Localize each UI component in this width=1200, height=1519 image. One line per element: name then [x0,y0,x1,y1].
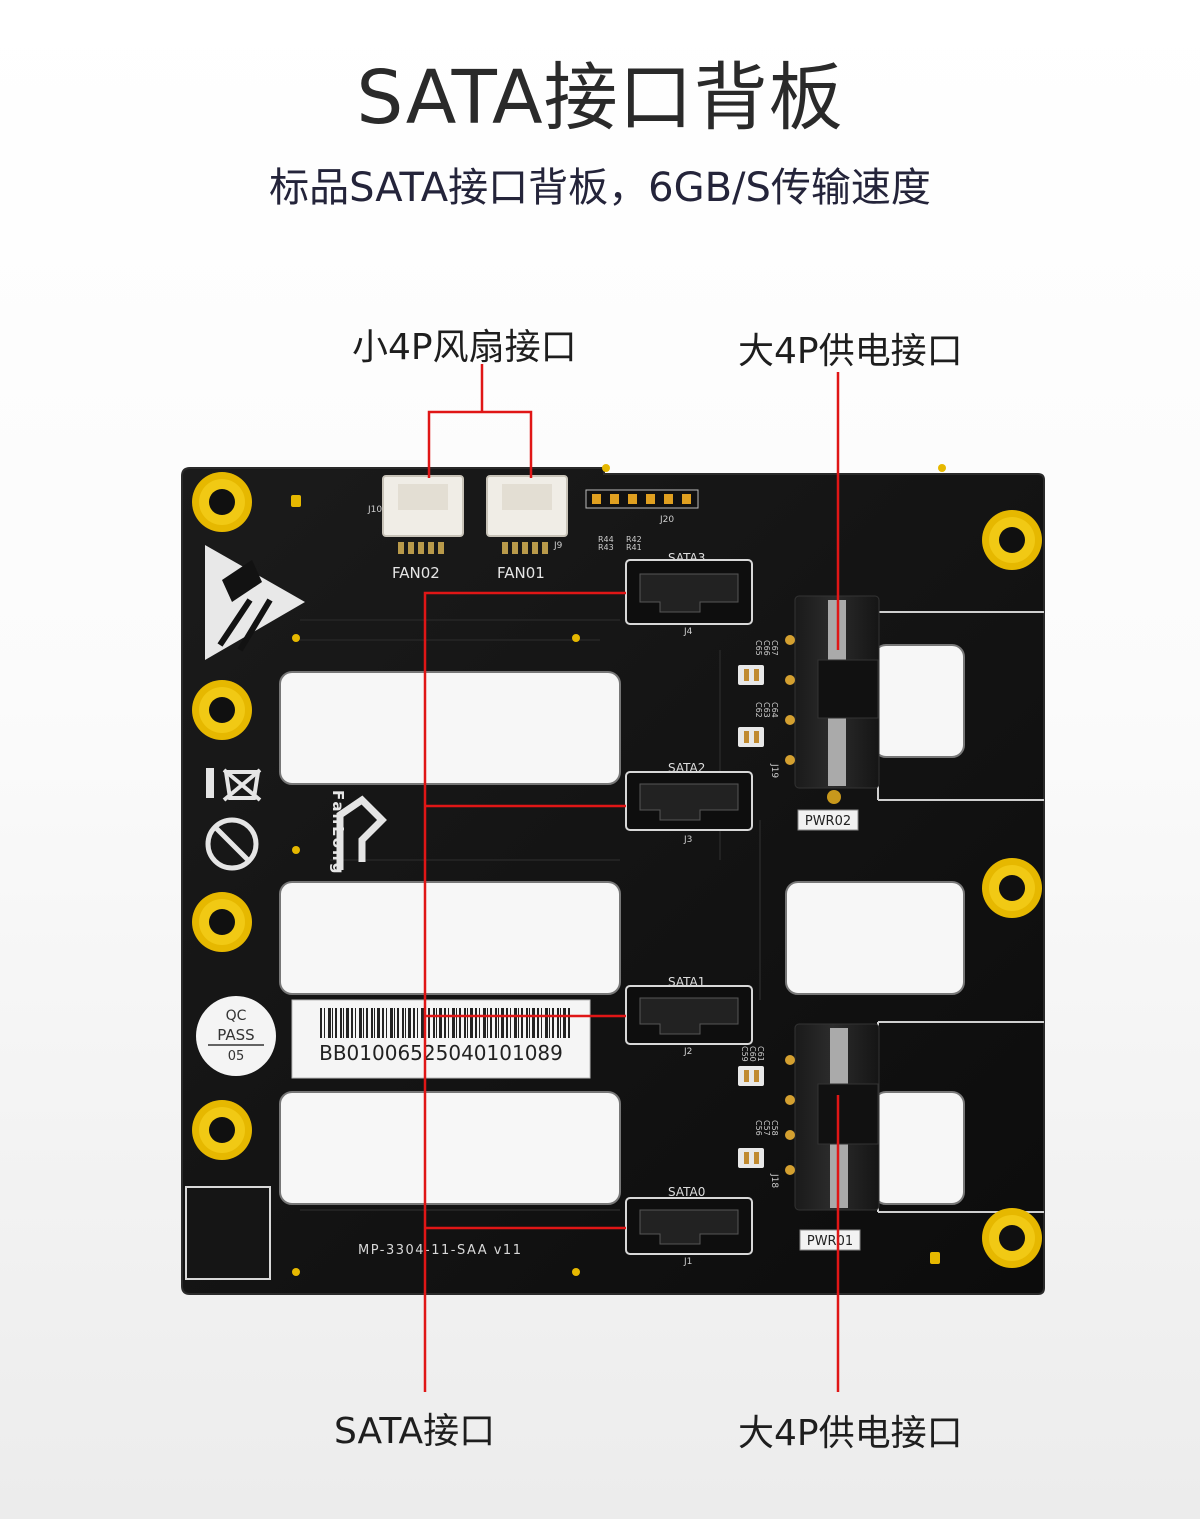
svg-text:J19: J19 [769,763,779,778]
svg-text:SATA0: SATA0 [668,1185,705,1199]
svg-text:05: 05 [228,1049,245,1064]
fan01-label: FAN01 [497,564,545,582]
pin-header-j20: J20 R44 R43 R42 R41 [585,489,699,552]
sata-port-0: SATA0 J1 [625,1185,753,1267]
svg-text:J1: J1 [683,1257,692,1267]
brand-logo: FanLong [329,790,387,875]
svg-text:C67: C67 [770,640,779,656]
callout-power-connector-bottom: 大4P供电接口 [738,1413,963,1454]
sata-port-1: SATA1 J2 [625,975,753,1057]
svg-text:C56: C56 [754,1120,763,1136]
svg-text:C58: C58 [770,1120,779,1136]
svg-text:J4: J4 [683,627,693,637]
svg-text:J10: J10 [367,505,382,515]
svg-text:R43: R43 [598,543,614,552]
svg-text:J9: J9 [553,541,563,551]
svg-text:C57: C57 [762,1120,771,1136]
callout-sata-connector: SATA接口 [334,1411,496,1452]
svg-text:R41: R41 [626,543,642,552]
model-number: MP-3304-11-SAA v11 [358,1243,522,1258]
svg-text:C66: C66 [762,640,771,656]
pwr02-label: PWR02 [805,814,851,829]
page-title: SATA接口背板 [356,55,844,141]
callout-lines [423,364,840,1392]
svg-text:J20: J20 [659,515,674,525]
power-connector-pwr02: J19 PWR02 [769,595,880,831]
page-subtitle: 标品SATA接口背板，6GB/S传输速度 [269,165,931,211]
svg-text:C59: C59 [740,1046,749,1062]
svg-text:J18: J18 [769,1173,779,1188]
sata-port-2: SATA2 J3 [625,761,753,845]
barcode-number: BB010065250401010​89 [319,1041,563,1065]
fan-connector-fan02: J10 FAN02 [367,475,464,582]
fan02-label: FAN02 [392,564,440,582]
svg-text:J3: J3 [683,835,692,845]
svg-text:J2: J2 [683,1047,692,1057]
barcode-label: BB010065250401010​89 [291,999,591,1079]
esd-warning-icon [205,545,305,660]
callout-fan-connector: 小4P风扇接口 [352,327,577,368]
svg-text:C63: C63 [762,702,771,718]
fan-connector-fan01: J9 FAN01 [486,475,568,582]
capacitors: C65 C66 C67 C62 C63 C64 C59 C60 C61 C56 … [738,640,779,1168]
sata-port-3: SATA3 J4 [625,551,753,637]
qc-pass-sticker: QC PASS 05 [196,996,276,1076]
svg-text:C65: C65 [754,640,763,656]
no-lead-icon [205,817,259,871]
callout-power-connector-top: 大4P供电接口 [738,331,963,372]
svg-text:C61: C61 [756,1046,765,1062]
svg-text:C62: C62 [754,702,763,718]
pwr01-label: PWR01 [807,1234,853,1249]
svg-text:R42: R42 [626,535,642,544]
svg-text:PASS: PASS [217,1026,254,1044]
svg-text:QC: QC [226,1008,247,1024]
svg-text:C64: C64 [770,702,779,718]
svg-text:C60: C60 [748,1046,757,1062]
svg-text:R44: R44 [598,535,614,544]
weee-icon [206,768,262,802]
